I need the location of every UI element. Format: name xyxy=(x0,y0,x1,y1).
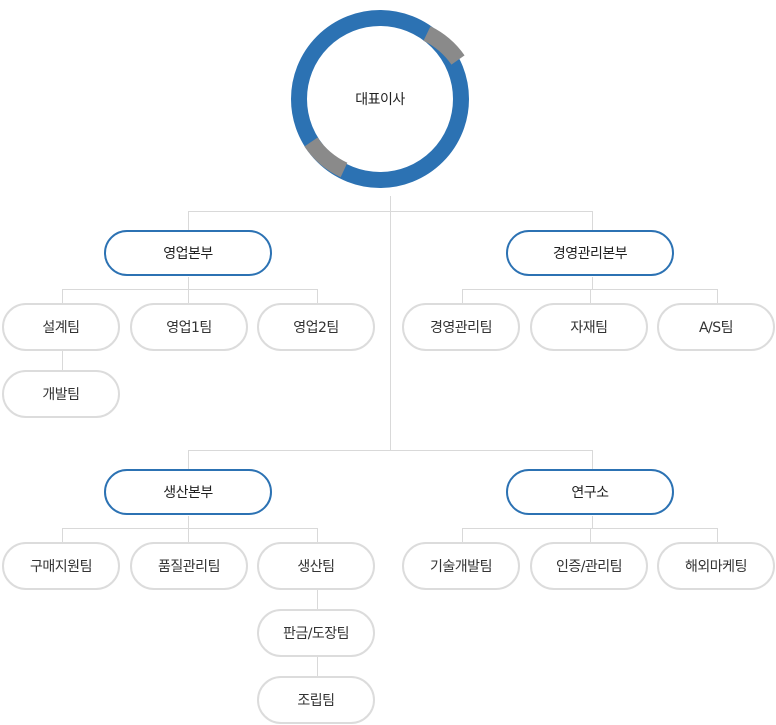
connector-bottom-horizontal xyxy=(188,450,593,451)
team-materials[interactable]: 자재팀 xyxy=(530,303,648,351)
team-quality-control[interactable]: 품질관리팀 xyxy=(130,542,248,590)
connector-to-research xyxy=(592,450,593,470)
team-certification-management[interactable]: 인증/관리팀 xyxy=(530,542,648,590)
connector-sales-right xyxy=(317,289,318,303)
connector-to-management xyxy=(592,211,593,231)
connector-design-to-dev xyxy=(62,351,63,370)
connector-production-to-sheetmetal xyxy=(317,590,318,609)
team-production[interactable]: 생산팀 xyxy=(257,542,375,590)
connector-sheetmetal-to-assembly xyxy=(317,657,318,676)
connector-production-right xyxy=(317,528,318,542)
connector-research-mid xyxy=(590,528,591,542)
team-sales-1[interactable]: 영업1팀 xyxy=(130,303,248,351)
team-tech-development[interactable]: 기술개발팀 xyxy=(402,542,520,590)
connector-to-production xyxy=(188,450,189,470)
connector-management-down xyxy=(592,277,593,289)
team-after-service[interactable]: A/S팀 xyxy=(657,303,775,351)
connector-production-mid xyxy=(188,528,189,542)
connector-ceo-trunk xyxy=(390,196,391,450)
connector-sales-down xyxy=(188,277,189,289)
connector-production-horizontal xyxy=(62,528,318,529)
team-sales-2[interactable]: 영업2팀 xyxy=(257,303,375,351)
ceo-ring xyxy=(291,10,469,188)
ceo-label: 대표이사 xyxy=(355,92,405,108)
team-development[interactable]: 개발팀 xyxy=(2,370,120,418)
team-sheetmetal-painting[interactable]: 판금/도장팀 xyxy=(257,609,375,657)
connector-to-sales xyxy=(188,211,189,231)
connector-management-mid xyxy=(590,289,591,303)
division-research[interactable]: 연구소 xyxy=(506,469,674,515)
connector-management-right xyxy=(717,289,718,303)
connector-production-down xyxy=(188,516,189,528)
division-management[interactable]: 경영관리본부 xyxy=(506,230,674,276)
connector-research-down xyxy=(592,516,593,528)
division-production[interactable]: 생산본부 xyxy=(104,469,272,515)
connector-research-right xyxy=(717,528,718,542)
connector-production-left xyxy=(62,528,63,542)
team-design[interactable]: 설계팀 xyxy=(2,303,120,351)
team-overseas-marketing[interactable]: 해외마케팅 xyxy=(657,542,775,590)
team-assembly[interactable]: 조립팀 xyxy=(257,676,375,724)
connector-management-left xyxy=(462,289,463,303)
connector-top-horizontal xyxy=(188,211,593,212)
team-business-management[interactable]: 경영관리팀 xyxy=(402,303,520,351)
connector-sales-horizontal xyxy=(62,289,318,290)
division-sales[interactable]: 영업본부 xyxy=(104,230,272,276)
connector-research-left xyxy=(462,528,463,542)
ceo-node: 대표이사 xyxy=(289,2,471,196)
connector-sales-left xyxy=(62,289,63,303)
team-purchasing-support[interactable]: 구매지원팀 xyxy=(2,542,120,590)
connector-sales-mid xyxy=(188,289,189,303)
